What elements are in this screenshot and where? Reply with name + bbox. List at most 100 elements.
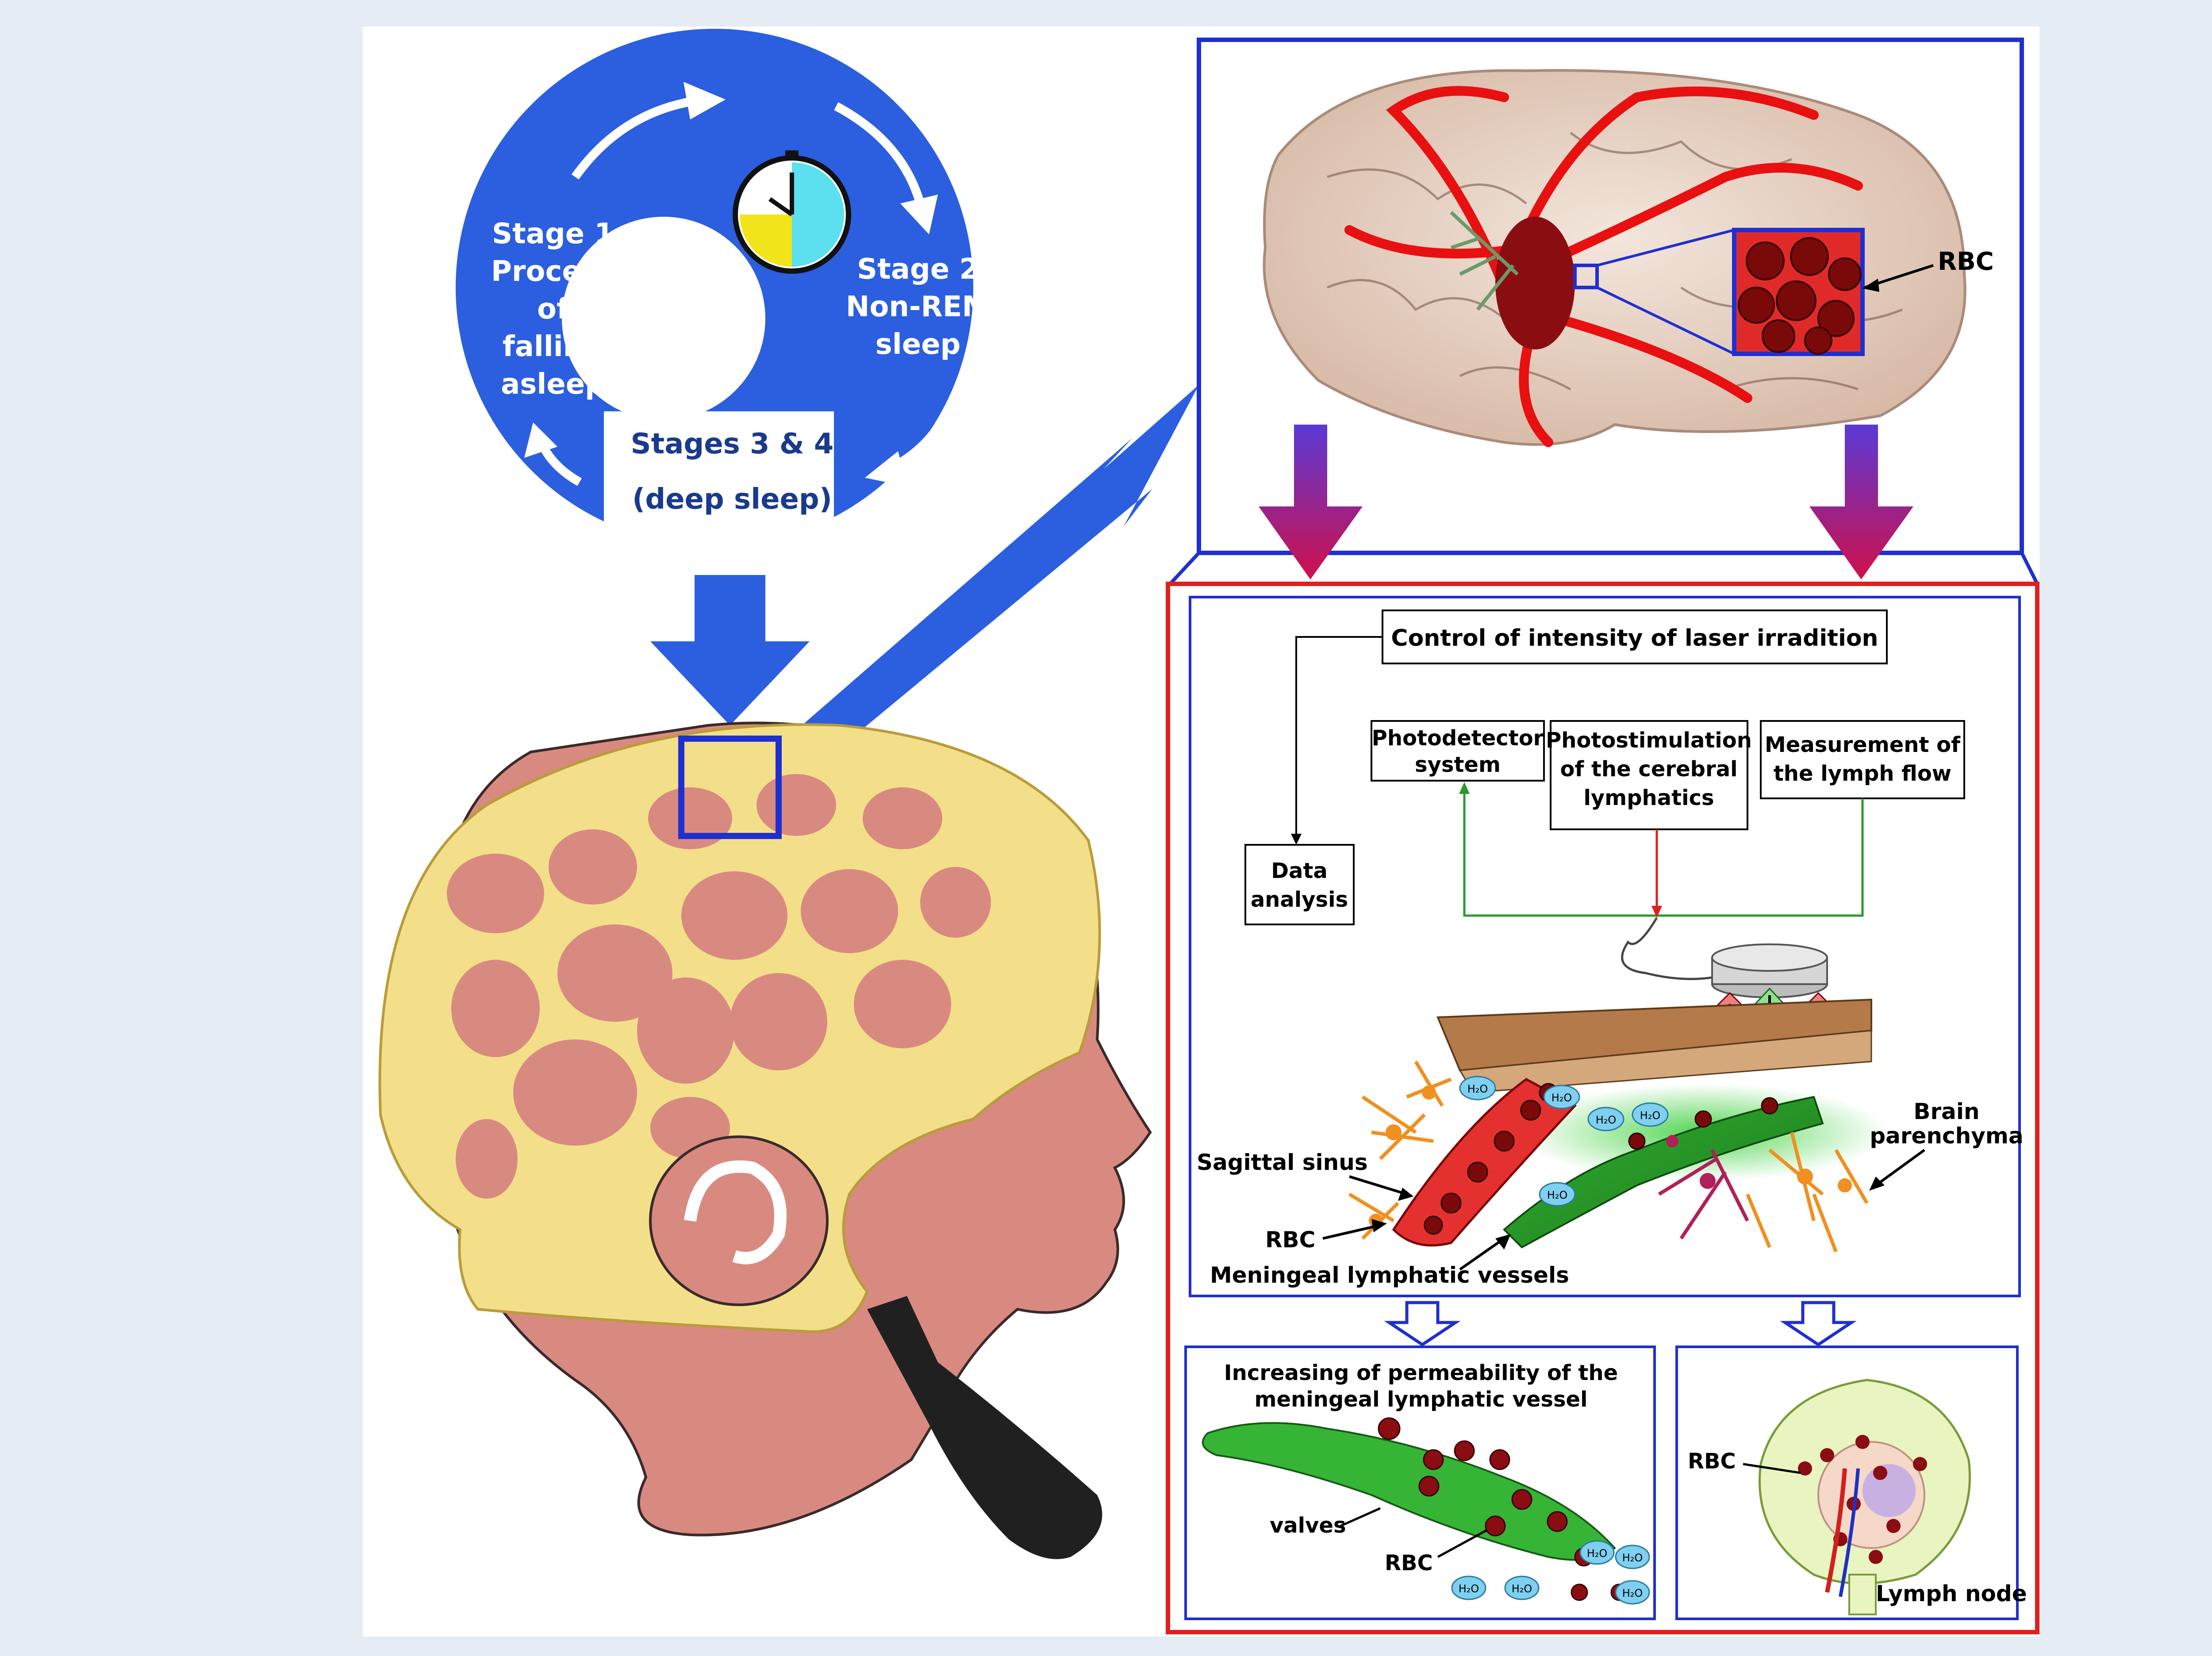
meningeal-vessel [1503, 1096, 1824, 1249]
control-to-analysis-line [1295, 636, 1382, 840]
rbc-cells [1738, 237, 1862, 355]
gradient-arrow-right [1809, 425, 1913, 579]
stage1-line5: asleep [501, 368, 605, 401]
measurement-line2: the lymph flow [1774, 761, 1951, 786]
node-vein [1839, 1468, 1860, 1597]
vessel-h2o-5: H₂O [1622, 1587, 1643, 1599]
node-rbc-pointer [1743, 1463, 1801, 1474]
stage2-line2: Non-REM [846, 291, 990, 323]
photostimulation-box [1550, 720, 1748, 830]
cap-holes [447, 774, 991, 1199]
stage2-line1: Stage 2 [857, 253, 979, 286]
parenchyma-line1: Brain [1913, 1099, 1979, 1124]
stage1-line1: Stage 1 [492, 218, 614, 250]
tissue-rbc-arrowhead [1371, 1219, 1387, 1232]
data-analysis-box [1244, 844, 1355, 925]
vessel-rbc-pointer [1437, 1529, 1487, 1558]
h2o-label-2: H₂O [1551, 1092, 1572, 1104]
deep-sleep-box [604, 411, 834, 553]
stage1-line4: falling [503, 330, 603, 363]
vessel-illustration: H₂O H₂O H₂O H₂O H₂O [1202, 1417, 1650, 1605]
zoom-line-top [1597, 229, 1735, 267]
valves-label: valves [1270, 1513, 1346, 1538]
measurement-line1: Measurement of [1765, 732, 1961, 757]
brain-lesion [1495, 217, 1575, 349]
h2o-bubbles: H₂O H₂O H₂O H₂O H₂O [1459, 1076, 1669, 1207]
flowchart: Control of intensity of laser irradition… [1244, 610, 1965, 980]
h2o-label-5: H₂O [1547, 1189, 1568, 1201]
stage34-line2: (deep sleep) [632, 483, 832, 516]
outline-arrow-right [1780, 1301, 1857, 1347]
zoom-source-box [1573, 264, 1599, 289]
lymph-node-center [1863, 1464, 1916, 1517]
neuron-bodies-magenta [1666, 1135, 1716, 1189]
lymph-node-illustration [1759, 1379, 1971, 1615]
brain-illustration: RBC [1263, 69, 1994, 447]
stage2-line3: sleep [876, 328, 961, 361]
ear-icon [649, 1135, 829, 1306]
control-box [1382, 610, 1888, 664]
gradient-arrow-left [1259, 425, 1363, 579]
photodetector-box [1371, 720, 1545, 782]
vessel-h2o-2: H₂O [1512, 1583, 1532, 1595]
stim-arrowhead [1651, 906, 1662, 918]
stage34-line1: Stages 3 & 4 [631, 428, 834, 460]
brain-rbc-label: RBC [1938, 247, 1994, 276]
meningeal-pointer [1459, 1237, 1505, 1271]
vessel-rbc-label: RBC [1385, 1551, 1433, 1576]
sagittal-sinus-vessel [1392, 1078, 1577, 1247]
vessel-h2o-3: H₂O [1587, 1547, 1608, 1560]
sagittal-sinus-label: Sagittal sinus [1197, 1150, 1368, 1175]
tissue-rbc-pointer [1322, 1224, 1381, 1240]
parenchyma-arrowhead [1869, 1177, 1885, 1191]
control-label: Control of intensity of laser irradition [1391, 625, 1878, 652]
zoom-line-bottom [1596, 286, 1735, 355]
meningeal-label: Meningeal lymphatic vessels [1210, 1262, 1569, 1288]
panel-connector-right [2020, 552, 2039, 585]
sagittal-arrowhead [1398, 1188, 1413, 1201]
brain-rbc-arrowhead [1863, 279, 1879, 292]
node-artery [1825, 1468, 1847, 1593]
down-arrow-to-cap [650, 575, 810, 725]
valves-pointer [1340, 1507, 1381, 1527]
sagittal-pointer [1349, 1175, 1407, 1196]
tissue-rbc-label: RBC [1265, 1227, 1315, 1253]
cycle-arrowheads [524, 82, 938, 487]
sleep-cycle-hole [562, 217, 765, 420]
chin-strap [867, 1296, 1102, 1559]
photostimulation-line1: Photostimulation [1546, 728, 1752, 753]
stage1-line3: of [537, 293, 569, 326]
photodetector-line1: Photodetector [1372, 726, 1544, 751]
h2o-label-1: H₂O [1467, 1083, 1488, 1095]
data-analysis-line2: analysis [1251, 887, 1348, 912]
diagonal-arrow-to-brain [776, 385, 1199, 778]
h2o-label-3: H₂O [1596, 1114, 1617, 1126]
parenchyma-pointer [1875, 1149, 1925, 1187]
photodetector-line2: system [1415, 752, 1501, 777]
fiber-cable [1621, 917, 1713, 980]
vessel-title-line1: Increasing of permeability of the [1224, 1361, 1618, 1385]
h2o-label-4: H₂O [1640, 1109, 1661, 1122]
panel-connector-left [1169, 552, 1200, 585]
vessel-h2o-1: H₂O [1459, 1583, 1479, 1595]
lymph-node-label: Lymph node [1876, 1581, 2027, 1606]
photodetector-arrowhead [1459, 782, 1470, 794]
outline-arrow-left [1384, 1301, 1461, 1347]
head-illustration [378, 721, 1152, 1559]
stage1-line2: Process [491, 255, 615, 288]
tissue-illustration: H₂O H₂O H₂O H₂O H₂O [1348, 998, 1889, 1253]
cap-highlight-box [678, 736, 782, 839]
analysis-arrowhead [1291, 834, 1302, 845]
parenchyma-line2: parenchyma [1870, 1123, 2023, 1149]
vessel-h2o-4: H₂O [1622, 1552, 1643, 1564]
vessel-title-line2: meningeal lymphatic vessel [1254, 1387, 1587, 1412]
vessel-h2o-bubbles: H₂O H₂O H₂O H₂O H₂O [1451, 1540, 1650, 1605]
data-analysis-line1: Data [1271, 859, 1328, 883]
meningeal-arrowhead [1495, 1234, 1511, 1250]
clock-icon [733, 150, 851, 274]
photostimulation-line2: of the cerebral [1560, 757, 1737, 782]
lymphatic-tree [1450, 211, 1519, 311]
sleep-cycle: Stage 1 Process of falling asleep Stage … [456, 29, 990, 553]
efferent-vessel [1848, 1574, 1877, 1615]
